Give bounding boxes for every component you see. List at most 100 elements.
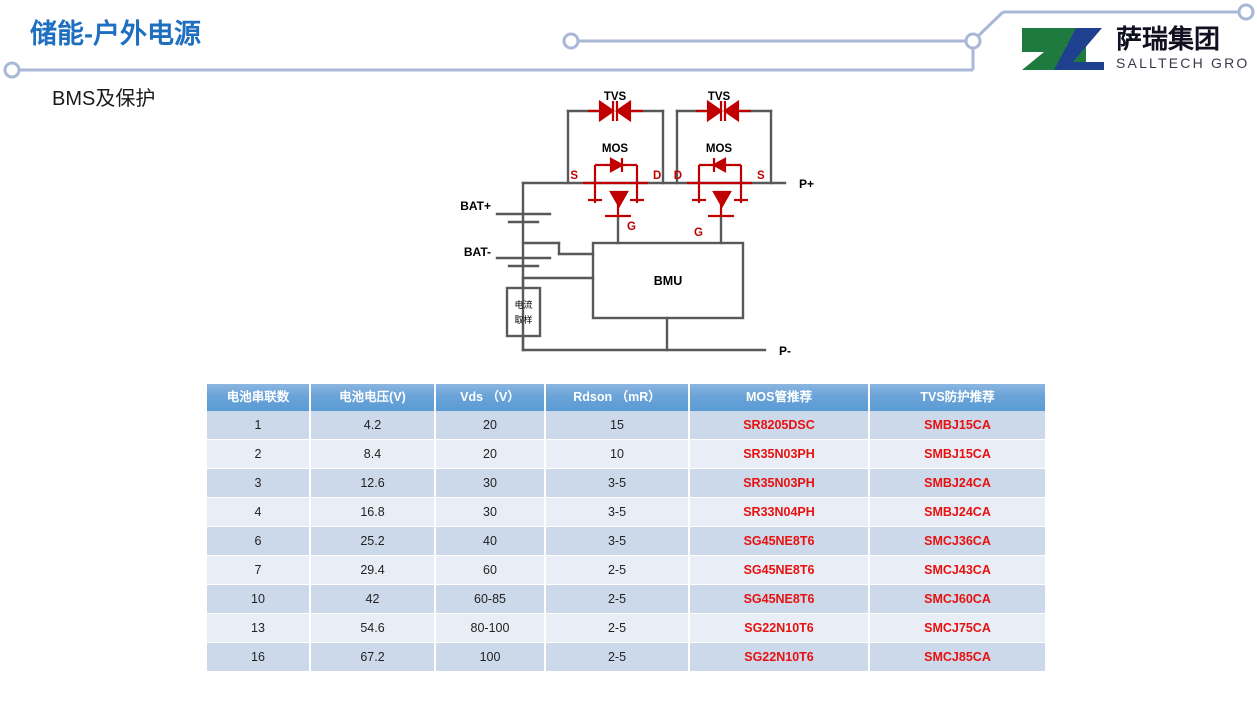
table-row: 3 12.6 30 3-5 SR35N03PH SMBJ24CA (207, 468, 1045, 498)
label-p-minus: P- (779, 344, 791, 358)
cell-series-count: 1 (207, 411, 311, 440)
table-header-row: 电池串联数 电池电压(V) Vds （V） Rdson （mR） MOS管推荐 … (207, 384, 1045, 411)
cell-tvs-part: SMCJ75CA (868, 613, 1045, 643)
cell-vds: 100 (434, 642, 546, 672)
label-bat-minus: BAT- (464, 245, 491, 259)
cell-battery-voltage: 12.6 (309, 468, 436, 498)
brand-logo: 萨瑞集团 SALLTECH GROUP (1022, 24, 1249, 71)
cell-vds: 80-100 (434, 613, 546, 643)
cell-tvs-part: SMBJ24CA (868, 497, 1045, 527)
cell-battery-voltage: 54.6 (309, 613, 436, 643)
cell-vds: 60-85 (434, 584, 546, 614)
cell-tvs-part: SMBJ15CA (868, 439, 1045, 469)
logo-blue-bar (1058, 62, 1104, 70)
page-title: 储能-户外电源 (30, 19, 201, 49)
column-header-series-count: 电池串联数 (207, 384, 311, 411)
column-header-tvs-recommend: TVS防护推荐 (868, 384, 1045, 411)
logo-blue-mark (1054, 28, 1102, 70)
table-row: 4 16.8 30 3-5 SR33N04PH SMBJ24CA (207, 497, 1045, 527)
cell-battery-voltage: 29.4 (309, 555, 436, 585)
page-subtitle: BMS及保护 (52, 88, 156, 110)
mosfet-left-symbol (583, 157, 648, 218)
label-tvs-right: TVS (708, 91, 731, 103)
cell-tvs-part: SMBJ24CA (868, 468, 1045, 498)
table-row: 6 25.2 40 3-5 SG45NE8T6 SMCJ36CA (207, 526, 1045, 556)
decoration-node-top-right (1237, 3, 1255, 21)
cell-tvs-part: SMCJ60CA (868, 584, 1045, 614)
cell-mos-part: SR35N03PH (688, 468, 870, 498)
tvs-right-symbol (696, 99, 751, 123)
label-mos-right-source: S (757, 170, 765, 182)
cell-series-count: 3 (207, 468, 311, 498)
label-mos-left-drain: D (653, 170, 661, 182)
cell-mos-part: SR35N03PH (688, 439, 870, 469)
cell-battery-voltage: 67.2 (309, 642, 436, 672)
cell-series-count: 2 (207, 439, 311, 469)
cell-tvs-part: SMCJ36CA (868, 526, 1045, 556)
cell-rdson: 10 (544, 439, 690, 469)
table-row: 16 67.2 100 2-5 SG22N10T6 SMCJ85CA (207, 642, 1045, 672)
cell-series-count: 13 (207, 613, 311, 643)
table-row: 2 8.4 20 10 SR35N03PH SMBJ15CA (207, 439, 1045, 469)
table-row: 1 4.2 20 15 SR8205DSC SMBJ15CA (207, 411, 1045, 440)
cell-battery-voltage: 16.8 (309, 497, 436, 527)
logo-name-en: SALLTECH GROUP (1116, 55, 1249, 71)
cell-vds: 30 (434, 468, 546, 498)
cell-tvs-part: SMBJ15CA (868, 411, 1045, 440)
cell-battery-voltage: 8.4 (309, 439, 436, 469)
decoration-node-mid (562, 32, 580, 50)
cell-mos-part: SG45NE8T6 (688, 584, 870, 614)
mos-tvs-selection-table: 电池串联数 电池电压(V) Vds （V） Rdson （mR） MOS管推荐 … (207, 384, 1045, 672)
cell-battery-voltage: 4.2 (309, 411, 436, 440)
cell-vds: 40 (434, 526, 546, 556)
decoration-line-diagonal (971, 10, 1005, 43)
cell-series-count: 10 (207, 584, 311, 614)
cell-series-count: 7 (207, 555, 311, 585)
column-header-rdson: Rdson （mR） (544, 384, 690, 411)
cell-battery-voltage: 25.2 (309, 526, 436, 556)
label-mos-left: MOS (602, 143, 629, 155)
cell-rdson: 2-5 (544, 555, 690, 585)
cell-series-count: 4 (207, 497, 311, 527)
cell-mos-part: SG45NE8T6 (688, 526, 870, 556)
cell-rdson: 2-5 (544, 642, 690, 672)
cell-vds: 60 (434, 555, 546, 585)
cell-mos-part: SR33N04PH (688, 497, 870, 527)
cell-mos-part: SG22N10T6 (688, 613, 870, 643)
label-bmu: BMU (654, 274, 682, 288)
cell-mos-part: SG22N10T6 (688, 642, 870, 672)
column-header-mos-recommend: MOS管推荐 (688, 384, 870, 411)
cell-vds: 30 (434, 497, 546, 527)
label-shunt-line1: 电流 (514, 299, 532, 311)
cell-series-count: 6 (207, 526, 311, 556)
cell-series-count: 16 (207, 642, 311, 672)
column-header-vds: Vds （V） (434, 384, 546, 411)
cell-vds: 20 (434, 411, 546, 440)
tvs-left-symbol (588, 99, 643, 123)
cell-rdson: 2-5 (544, 584, 690, 614)
cell-tvs-part: SMCJ85CA (868, 642, 1045, 672)
label-shunt-line2: 取样 (514, 314, 532, 326)
label-mos-right-drain: D (674, 170, 682, 182)
table-row: 10 42 60-85 2-5 SG45NE8T6 SMCJ60CA (207, 584, 1045, 614)
logo-name-cn: 萨瑞集团 (1116, 24, 1220, 55)
cell-rdson: 15 (544, 411, 690, 440)
cell-rdson: 3-5 (544, 468, 690, 498)
bms-protection-circuit: TVS TVS MOS MOS S D G D S G BAT+ BAT- P+… (460, 91, 814, 358)
cell-battery-voltage: 42 (309, 584, 436, 614)
label-tvs-left: TVS (604, 91, 627, 103)
cell-mos-part: SG45NE8T6 (688, 555, 870, 585)
table-row: 7 29.4 60 2-5 SG45NE8T6 SMCJ43CA (207, 555, 1045, 585)
table-row: 13 54.6 80-100 2-5 SG22N10T6 SMCJ75CA (207, 613, 1045, 643)
column-header-battery-voltage: 电池电压(V) (309, 384, 436, 411)
cell-vds: 20 (434, 439, 546, 469)
label-bat-plus: BAT+ (460, 199, 491, 213)
cell-mos-part: SR8205DSC (688, 411, 870, 440)
label-p-plus: P+ (799, 177, 814, 191)
cell-rdson: 3-5 (544, 526, 690, 556)
cell-tvs-part: SMCJ43CA (868, 555, 1045, 585)
label-mos-right-gate: G (694, 227, 703, 239)
mosfet-right-symbol (687, 157, 752, 218)
label-mos-right: MOS (706, 143, 733, 155)
cell-rdson: 2-5 (544, 613, 690, 643)
